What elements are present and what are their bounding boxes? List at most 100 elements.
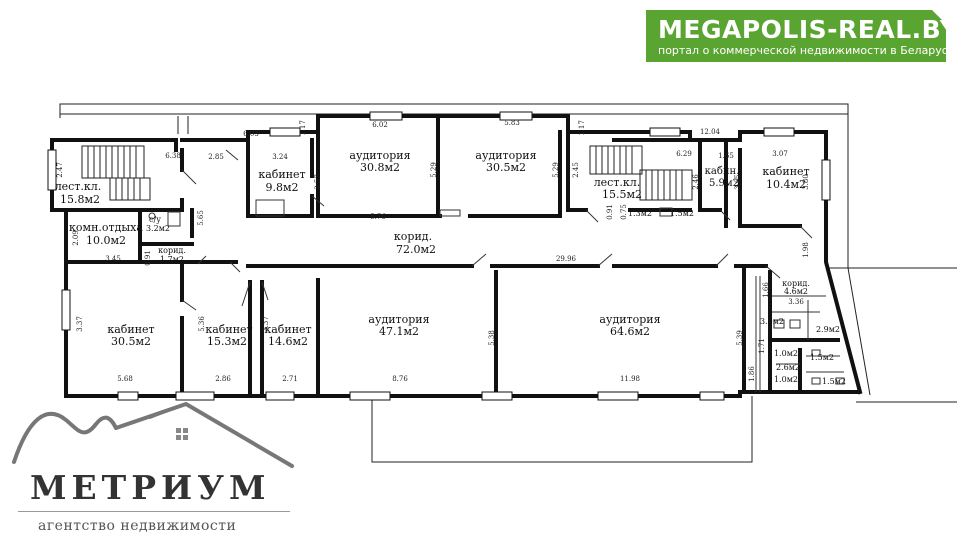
room-labels: лест.кл. 15.8м2 комн.отдыха 10.0м2 с/у 3… xyxy=(55,149,810,348)
dimension: 0.75 xyxy=(620,204,628,220)
area-label: 1.5м2 xyxy=(670,209,694,218)
room-name: корид. xyxy=(158,246,186,255)
dimension: 11.98 xyxy=(620,375,640,383)
room-name: аудитория xyxy=(349,149,410,162)
dimension: 3.45 xyxy=(105,255,121,263)
dimension: 6.29 xyxy=(676,150,692,158)
dimension: 2.86 xyxy=(215,375,231,383)
room-area: 3.2м2 xyxy=(146,224,170,233)
room-area: 30.8м2 xyxy=(360,161,400,174)
room-name: кабинет xyxy=(762,165,809,178)
room-area: 72.0м2 xyxy=(396,243,436,256)
dimension: 3.80 xyxy=(802,174,810,190)
room-area: 64.6м2 xyxy=(610,325,650,338)
dimension: 5.83 xyxy=(504,119,520,127)
dimension: 5.29 xyxy=(552,162,560,178)
room-area: 47.1м2 xyxy=(379,325,419,338)
room-area: 1.7м2 xyxy=(160,255,184,264)
dimension: 5.76 xyxy=(370,213,386,221)
dimension: 2.46 xyxy=(692,174,700,190)
room-area: 9.8м2 xyxy=(265,181,298,194)
dimension: 5.65 xyxy=(197,210,205,226)
room-area: 10.0м2 xyxy=(86,234,126,247)
megapolis-logo[interactable]: MEGAPOLIS-REAL.BY портал о коммерческой … xyxy=(646,9,957,62)
room-area: 15.3м2 xyxy=(207,335,247,348)
area-label: 1.5м2 xyxy=(822,377,846,386)
windows xyxy=(47,111,831,401)
dimension: 6.38 xyxy=(165,152,181,160)
building-outline xyxy=(59,103,957,463)
divider xyxy=(18,511,290,512)
dimension: 3.57 xyxy=(314,174,322,190)
room-name: кабинет xyxy=(258,168,305,181)
area-label: 1.3м2 xyxy=(628,209,652,218)
dimension: 2.09 xyxy=(72,230,80,246)
dimension: 3.07 xyxy=(772,150,788,158)
dimension: 3.65 xyxy=(734,174,742,190)
dimension: 1.71 xyxy=(758,338,766,354)
area-label: 3.0м2 xyxy=(760,317,784,326)
room-area: 5.9м2 xyxy=(709,178,739,189)
area-label: 1.5м2 xyxy=(810,353,834,362)
dimension: 0.91 xyxy=(606,204,614,220)
room-name: кабинет xyxy=(264,323,311,336)
site-name: MEGAPOLIS-REAL.BY xyxy=(658,15,957,44)
dimension: 3.36 xyxy=(788,298,804,306)
walls xyxy=(50,114,863,398)
room-area: 15.5м2 xyxy=(602,188,642,201)
dimension: 3.37 xyxy=(76,316,84,332)
dimension: 1.17 xyxy=(299,120,307,136)
dimension: 2.47 xyxy=(56,162,64,178)
dimension: 1.86 xyxy=(748,366,756,382)
dimension: 2.85 xyxy=(208,153,224,161)
dimension: 6.02 xyxy=(372,121,388,129)
dimension: 5.29 xyxy=(430,162,438,178)
dimension: 5.39 xyxy=(736,330,744,346)
dimension: 29.96 xyxy=(556,255,577,263)
room-name: лест.кл. xyxy=(55,180,102,193)
dimension: 5.38 xyxy=(488,330,496,346)
area-label: 2.9м2 xyxy=(816,325,840,334)
room-name: лест.кл. xyxy=(594,176,641,189)
dimension: 8.76 xyxy=(392,375,408,383)
dimension: 2.71 xyxy=(282,375,298,383)
agency-name: МЕТРИУМ xyxy=(30,468,271,507)
room-area: 30.5м2 xyxy=(486,161,526,174)
doors xyxy=(181,149,813,311)
room-name: аудитория xyxy=(368,313,429,326)
room-name: корид. xyxy=(782,279,810,288)
area-label: 1.0м2 xyxy=(774,375,798,384)
room-name: аудитория xyxy=(599,313,660,326)
room-name: аудитория xyxy=(475,149,536,162)
dimension-labels: 6.03 1.17 6.02 5.83 1.17 12.04 6.38 2.85… xyxy=(56,119,810,383)
dimension: 3.24 xyxy=(272,153,288,161)
stairs-right xyxy=(589,145,693,201)
dimension: 5.68 xyxy=(117,375,133,383)
area-label: 1.0м2 xyxy=(774,349,798,358)
dimension: 1.98 xyxy=(802,242,810,258)
corner-fold-icon xyxy=(931,9,947,25)
room-name: с/у xyxy=(149,215,161,224)
dimension: 3.37 xyxy=(262,316,270,332)
room-name: корид. xyxy=(394,230,432,243)
partitions xyxy=(167,199,844,392)
dimension: 6.03 xyxy=(243,130,259,138)
dimension: 12.04 xyxy=(700,128,721,136)
area-label: 2.6м2 xyxy=(776,363,800,372)
room-name: кабинет xyxy=(205,323,252,336)
dimension: 5.36 xyxy=(198,316,206,332)
room-area: 30.5м2 xyxy=(111,335,151,348)
dimension: 1.66 xyxy=(762,282,770,298)
small-area-labels: 1.3м2 1.5м2 3.0м2 2.9м2 1.0м2 1.5м2 2.6м… xyxy=(628,209,846,386)
room-name: комн.отдыха xyxy=(69,221,143,234)
site-tagline: портал о коммерческой недвижимости в Бел… xyxy=(658,44,955,57)
dimension: 0.91 xyxy=(144,250,152,266)
stairs-left xyxy=(81,145,151,201)
room-name: кабин. xyxy=(705,166,740,177)
agency-tagline: агентство недвижимости xyxy=(38,518,237,534)
dimension: 1.65 xyxy=(718,152,734,160)
room-area: 10.4м2 xyxy=(766,178,806,191)
dimension: 1.17 xyxy=(578,120,586,136)
room-area: 4.6м2 xyxy=(784,287,808,296)
